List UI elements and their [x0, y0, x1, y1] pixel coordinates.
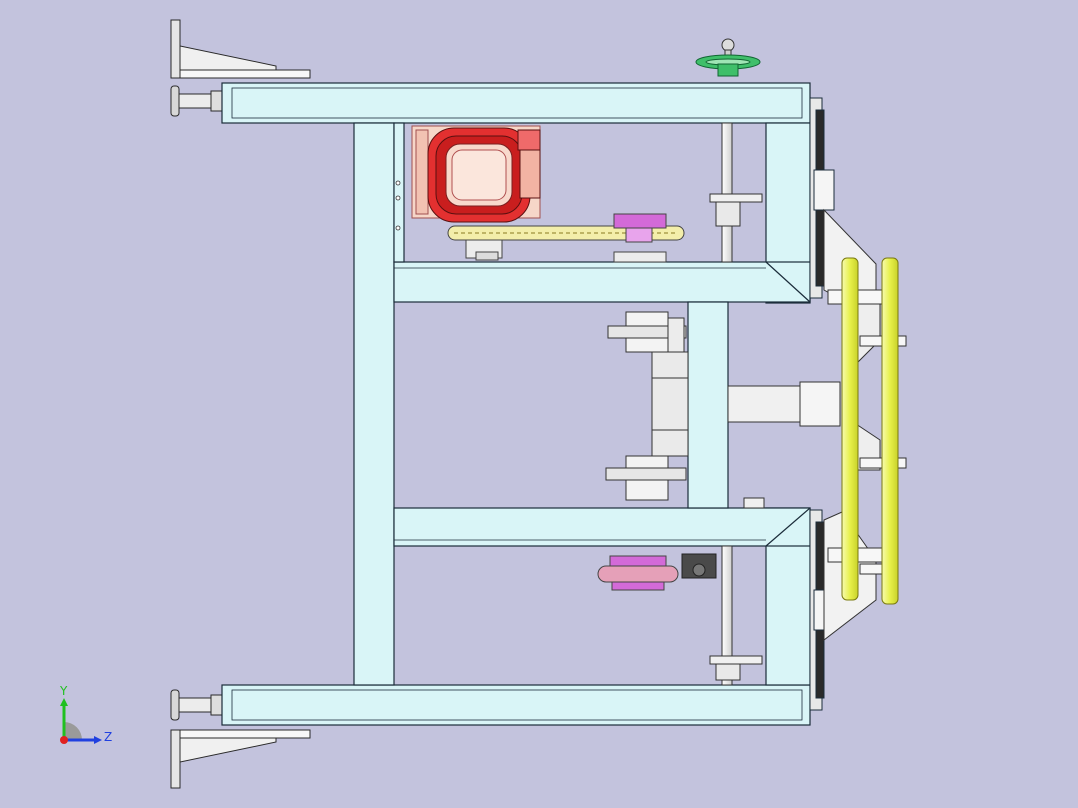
top-leveling-foot — [170, 85, 224, 117]
vertical-shaft-upper — [709, 122, 763, 263]
yellow-guide-rods[interactable] — [841, 257, 899, 605]
top-left-bracket — [170, 19, 311, 79]
frame-screws — [395, 180, 401, 231]
triad-z-label: Z — [104, 730, 113, 744]
gear-motor[interactable] — [411, 125, 541, 223]
upper-sprocket-left — [465, 239, 503, 261]
center-bearing-upper — [607, 311, 687, 355]
coordinate-triad: Y Z — [50, 684, 120, 754]
handwheel[interactable] — [695, 38, 761, 77]
vertical-shaft-lower — [709, 497, 765, 686]
bottom-leveling-foot — [170, 689, 224, 721]
triad-y-label: Y — [60, 684, 68, 698]
upper-chain — [447, 225, 685, 241]
horizontal-arm — [727, 381, 841, 427]
coordinate-triad-icon — [60, 698, 102, 744]
lower-idler-sprocket — [681, 553, 717, 579]
right-linkage — [823, 208, 907, 642]
lower-chain — [597, 555, 679, 591]
center-motor-block — [651, 351, 689, 457]
main-frame[interactable] — [221, 82, 811, 726]
bottom-left-bracket — [170, 729, 311, 789]
center-bearing-lower — [605, 455, 687, 501]
upper-sprocket-right — [613, 213, 667, 263]
